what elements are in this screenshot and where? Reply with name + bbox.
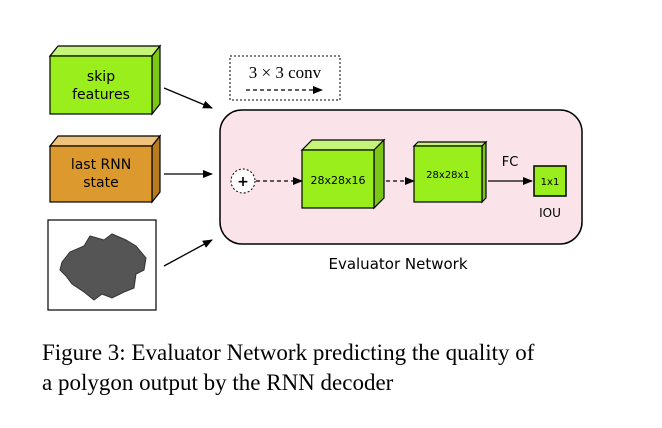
caption-line-1: Figure 3: Evaluator Network predicting t… (42, 340, 535, 365)
skip-features-label-line1: skip (87, 69, 115, 85)
evaluator-panel (219, 109, 583, 245)
plus-symbol: + (237, 174, 249, 190)
feature-block-28x28x1: 28x28x1 (412, 140, 488, 204)
output-block-1x1: 1x1 (533, 165, 567, 197)
rnn-state-label-line2: state (83, 175, 118, 191)
polygon-shape-icon (59, 233, 147, 301)
block2-label: 28x28x1 (426, 170, 470, 181)
skip-features-label-line2: features (72, 87, 130, 103)
fc-label: FC (502, 155, 519, 170)
rnn-state-block: last RNN state (48, 134, 162, 204)
polygon-image (47, 219, 157, 311)
feature-block-28x28x16: 28x28x16 (300, 138, 386, 210)
rnn-state-label-line1: last RNN (71, 157, 131, 173)
skip-features-block: skip features (48, 44, 162, 116)
evaluator-network-label: Evaluator Network (328, 255, 467, 273)
skip-arrow (163, 87, 213, 109)
iou-label: IOU (539, 206, 561, 220)
figure-caption: Figure 3: Evaluator Network predicting t… (42, 338, 642, 398)
block1-label: 28x28x16 (310, 174, 365, 187)
sum-node: + (230, 168, 256, 194)
output-label: 1x1 (541, 177, 560, 188)
conv-legend: 3 × 3 conv (229, 55, 341, 101)
image-arrow (163, 239, 213, 267)
caption-line-2: a polygon output by the RNN decoder (42, 370, 394, 395)
conv-legend-label: 3 × 3 conv (249, 63, 322, 82)
